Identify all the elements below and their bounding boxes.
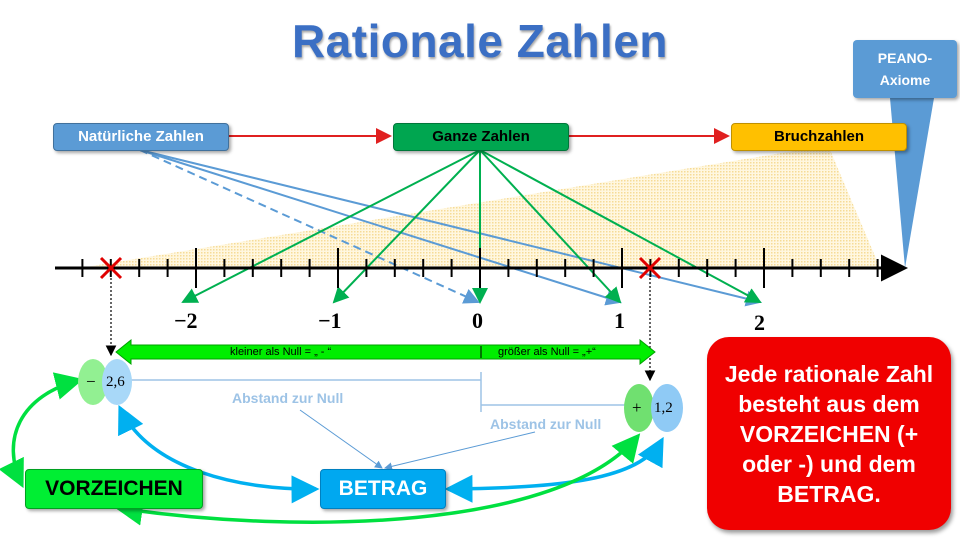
negative-sign: − [86,372,96,391]
betrag-arrow-right [444,436,664,503]
vorzeichen-arrow-top [0,372,84,489]
tick-label-one: 1 [614,308,625,333]
distance-label-left: Abstand zur Null [232,390,344,406]
natural-to-one [139,149,622,306]
ganze-to-one [479,149,622,304]
peano-line1: PEANO- [877,50,933,66]
sign-bar-right-label: größer als Null = „+“ [498,346,596,358]
sign-bar [115,338,656,366]
peano-line2: Axiome [879,72,931,88]
fractions-box: Bruchzahlen [731,123,907,151]
natural-to-zero [139,149,480,304]
natural-numbers-box: Natürliche Zahlen [53,123,229,151]
page-title: Rationale Zahlen [291,15,669,67]
vorzeichen-box: VORZEICHEN [25,469,203,509]
negative-value-ellipse [102,359,132,405]
label-to-betrag-right [384,431,536,471]
negative-value: 2,6 [106,374,125,390]
statement-text: Jede rationale Zahl besteht aus dem VORZ… [724,360,934,507]
tick-label-zero: 0 [472,308,483,333]
positive-value-ellipse [651,384,683,432]
ganze-to-two [479,149,762,303]
label-to-betrag-left [299,409,383,469]
ganze-to-minus-one [332,149,481,304]
tick-label-two: 2 [754,310,765,335]
vorzeichen-arrow-bottom [114,433,641,526]
sign-bar-left-label: kleiner als Null = „ - “ [230,346,332,358]
statement-box: Jede rationale Zahl besteht aus dem VORZ… [707,337,951,530]
ganze-to-minus-two [181,149,481,303]
tick-label-minus-one: −1 [318,308,342,333]
betrag-box: BETRAG [320,469,446,509]
distance-label-right: Abstand zur Null [490,416,602,432]
positive-value: 1,2 [654,400,673,416]
integers-box: Ganze Zahlen [393,123,569,151]
positive-sign: + [632,398,642,417]
number-line-ticks [81,248,879,288]
cross-positive [638,256,662,280]
positive-sign-ellipse [624,384,654,432]
peano-callout: PEANO- Axiome [853,40,957,98]
tick-label-minus-two: −2 [174,308,198,333]
cross-negative [99,256,123,280]
